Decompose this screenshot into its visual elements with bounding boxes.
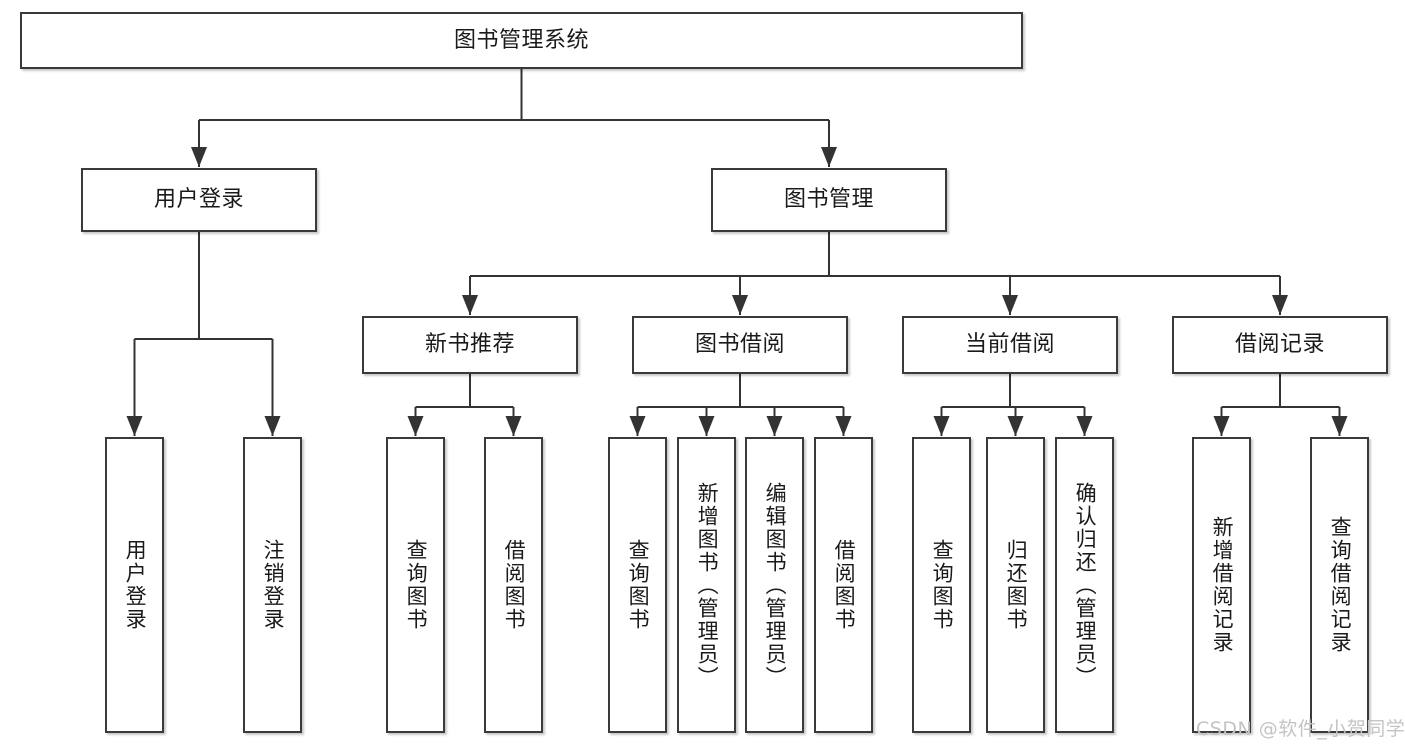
node-new-book-recommendation[interactable]: 新书推荐 [362, 316, 578, 374]
csdn-watermark: CSDN @软件_小贺同学 [1196, 718, 1405, 740]
node-leaf-edit-book-admin[interactable]: 编辑图书（管理员） [745, 437, 804, 733]
node-label: 查询图书 [626, 539, 651, 631]
node-label: 新书推荐 [424, 332, 515, 358]
node-leaf-return-book[interactable]: 归还图书 [986, 437, 1045, 733]
node-borrowing-record[interactable]: 借阅记录 [1172, 316, 1388, 374]
node-leaf-logout[interactable]: 注销登录 [243, 437, 302, 733]
node-label: 图书管理系统 [453, 27, 589, 53]
node-book-management-system[interactable]: 图书管理系统 [20, 12, 1023, 69]
node-label: 查询图书 [930, 539, 955, 631]
node-leaf-query-book-borrow[interactable]: 查询图书 [608, 437, 667, 733]
node-label: 用户登录 [123, 539, 148, 631]
node-label: 注销登录 [261, 539, 286, 631]
node-leaf-borrow-book-recommend[interactable]: 借阅图书 [484, 437, 543, 733]
node-leaf-add-book-admin[interactable]: 新增图书（管理员） [677, 437, 736, 733]
node-label: 新增借阅记录 [1210, 516, 1235, 654]
node-label: 确认归还（管理员） [1073, 481, 1098, 689]
node-leaf-user-login[interactable]: 用户登录 [105, 437, 164, 733]
node-label: 用户登录 [153, 187, 244, 213]
node-book-management[interactable]: 图书管理 [711, 168, 947, 232]
node-label: 图书借阅 [694, 332, 785, 358]
node-book-borrowing[interactable]: 图书借阅 [632, 316, 848, 374]
node-leaf-query-book-recommend[interactable]: 查询图书 [386, 437, 445, 733]
node-leaf-borrow-book[interactable]: 借阅图书 [814, 437, 873, 733]
node-leaf-confirm-return-admin[interactable]: 确认归还（管理员） [1055, 437, 1114, 733]
node-label: 当前借阅 [964, 332, 1055, 358]
node-label: 归还图书 [1004, 539, 1029, 631]
node-current-borrowing[interactable]: 当前借阅 [902, 316, 1118, 374]
node-label: 查询图书 [404, 539, 429, 631]
node-user-login[interactable]: 用户登录 [81, 168, 317, 232]
node-label: 查询借阅记录 [1328, 516, 1353, 654]
node-label: 图书管理 [783, 187, 874, 213]
node-label: 借阅记录 [1234, 332, 1325, 358]
node-leaf-add-borrow-record[interactable]: 新增借阅记录 [1192, 437, 1251, 733]
node-leaf-query-book-current[interactable]: 查询图书 [912, 437, 971, 733]
node-leaf-query-borrow-record[interactable]: 查询借阅记录 [1310, 437, 1369, 733]
node-label: 借阅图书 [502, 539, 527, 631]
node-label: 新增图书（管理员） [695, 481, 720, 689]
node-label: 编辑图书（管理员） [763, 481, 788, 689]
node-label: 借阅图书 [832, 539, 857, 631]
